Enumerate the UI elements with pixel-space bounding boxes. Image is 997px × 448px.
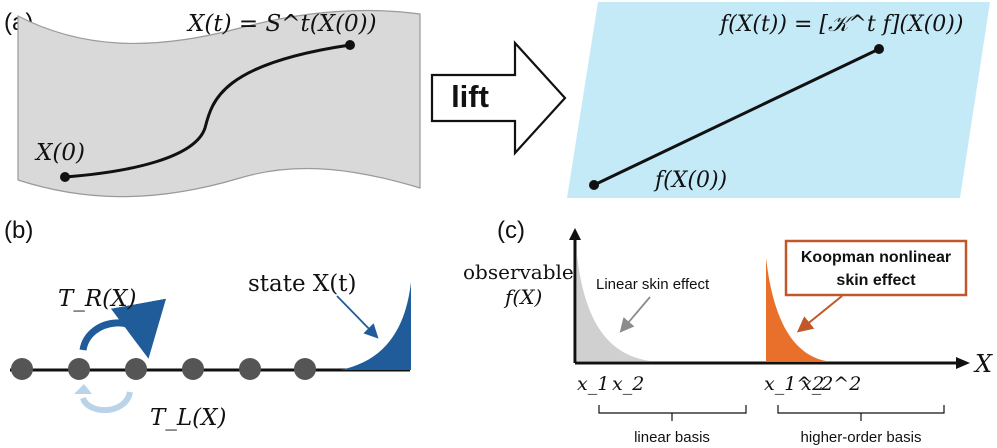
x-axis-label: X (973, 350, 993, 378)
koopman-pointer (796, 295, 843, 333)
koopman-callout-line1: Koopman nonlinear (801, 249, 951, 266)
lattice-site (125, 358, 147, 380)
hop-right-label: T_R(X) (58, 286, 136, 312)
tick-x1sq: x_1^2 (764, 373, 824, 395)
lattice-site (239, 358, 261, 380)
y-axis-arrowhead (569, 228, 581, 240)
lattice-site (11, 358, 33, 380)
koopman-callout-box (784, 239, 968, 297)
lift-arrow (430, 40, 567, 156)
plane-start-point (589, 180, 599, 190)
hop-left-label: T_L(X) (150, 405, 226, 431)
linear-basis-label: linear basis (634, 429, 710, 446)
koopman-callout-line2: skin effect (836, 272, 916, 289)
linear-skin-pointer (619, 296, 651, 333)
hop-right-arrow (79, 298, 166, 359)
higher-basis-brace (777, 405, 945, 421)
hop-left-arrowhead (74, 384, 92, 394)
panel-c-label: (c) (497, 217, 525, 244)
y-label-function: f(X) (503, 285, 542, 309)
plane-end-point (874, 44, 884, 54)
manifold-start-label: X(0) (34, 140, 85, 166)
tick-x1: x_1 (577, 373, 609, 395)
manifold-surface (17, 9, 421, 198)
lattice-site (294, 358, 316, 380)
manifold-start-point (60, 172, 70, 182)
linear-skin-note: Linear skin effect (596, 276, 710, 293)
manifold-end-label: X(t) = S^t(X(0)) (186, 11, 377, 37)
tick-x2: x_2 (612, 373, 644, 395)
higher-basis-label: higher-order basis (801, 429, 922, 446)
manifold-trajectory (64, 43, 351, 179)
plane-start-label: f(X(0)) (653, 168, 727, 193)
lattice-sites (11, 358, 316, 380)
state-label: state X(t) (248, 271, 357, 297)
manifold-end-point (345, 40, 355, 50)
koopman-skin-profile (766, 258, 826, 361)
hop-left-arrow (80, 391, 133, 414)
linear-basis-brace (598, 405, 747, 421)
skin-state-profile (340, 282, 411, 370)
plane-trajectory (593, 47, 880, 187)
lattice-site (68, 358, 90, 380)
linear-skin-profile (577, 255, 650, 361)
lattice-site (182, 358, 204, 380)
tick-x2sq: x_2^2 (801, 373, 861, 395)
y-label-observable: observable (463, 260, 574, 284)
plane-end-label: f(X(t)) = [𝒦^t f](X(0)) (718, 12, 963, 37)
lift-label: lift (451, 79, 489, 114)
state-pointer (336, 295, 379, 339)
x-axis-arrowhead (956, 357, 970, 369)
panel-b-label: (b) (4, 217, 33, 244)
